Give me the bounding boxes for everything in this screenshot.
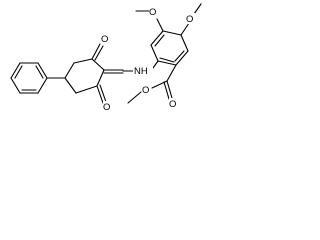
bond <box>91 43 101 60</box>
atom-label-o: O <box>169 99 176 110</box>
atom-label-o: O <box>142 85 149 96</box>
bond-inner <box>35 65 44 79</box>
bond <box>96 69 105 87</box>
bond <box>127 91 142 104</box>
atom-label-o: O <box>103 102 110 113</box>
bond <box>99 84 107 103</box>
chemical-structure-diagram: O O NH O O O O <box>0 0 204 130</box>
bond <box>163 81 170 100</box>
bond <box>37 62 48 79</box>
bond <box>180 34 189 52</box>
atom-label-o: O <box>101 34 108 45</box>
bond-inner <box>14 65 23 79</box>
bond <box>10 62 21 79</box>
benzoate-ring <box>150 30 189 66</box>
bond <box>162 30 182 36</box>
bond-inner <box>154 34 165 47</box>
bond <box>180 22 190 36</box>
bond <box>91 58 105 71</box>
bond <box>94 45 104 61</box>
bond <box>193 3 202 15</box>
atom-label-nh: NH <box>134 66 148 77</box>
bond <box>64 62 75 79</box>
cyclohexanedione-ring <box>64 58 105 94</box>
bond <box>75 85 98 94</box>
bond <box>10 77 21 94</box>
bond <box>156 18 164 32</box>
atom-label-o: O <box>149 7 156 18</box>
bond <box>150 44 159 62</box>
bond-inner <box>174 50 185 62</box>
bond <box>152 60 159 69</box>
bond-inner <box>159 57 175 63</box>
bond <box>150 30 164 46</box>
bond <box>37 77 48 94</box>
bond <box>175 50 189 66</box>
phenyl-ring <box>10 62 48 94</box>
bond <box>73 58 93 64</box>
atom-label-o: O <box>186 14 193 25</box>
bond <box>96 85 104 104</box>
bond <box>166 80 173 99</box>
bond <box>157 60 177 66</box>
bond <box>151 80 168 89</box>
molecule-drawing: O O NH O O O O <box>10 3 202 113</box>
bond <box>166 64 177 82</box>
bond <box>64 77 77 94</box>
